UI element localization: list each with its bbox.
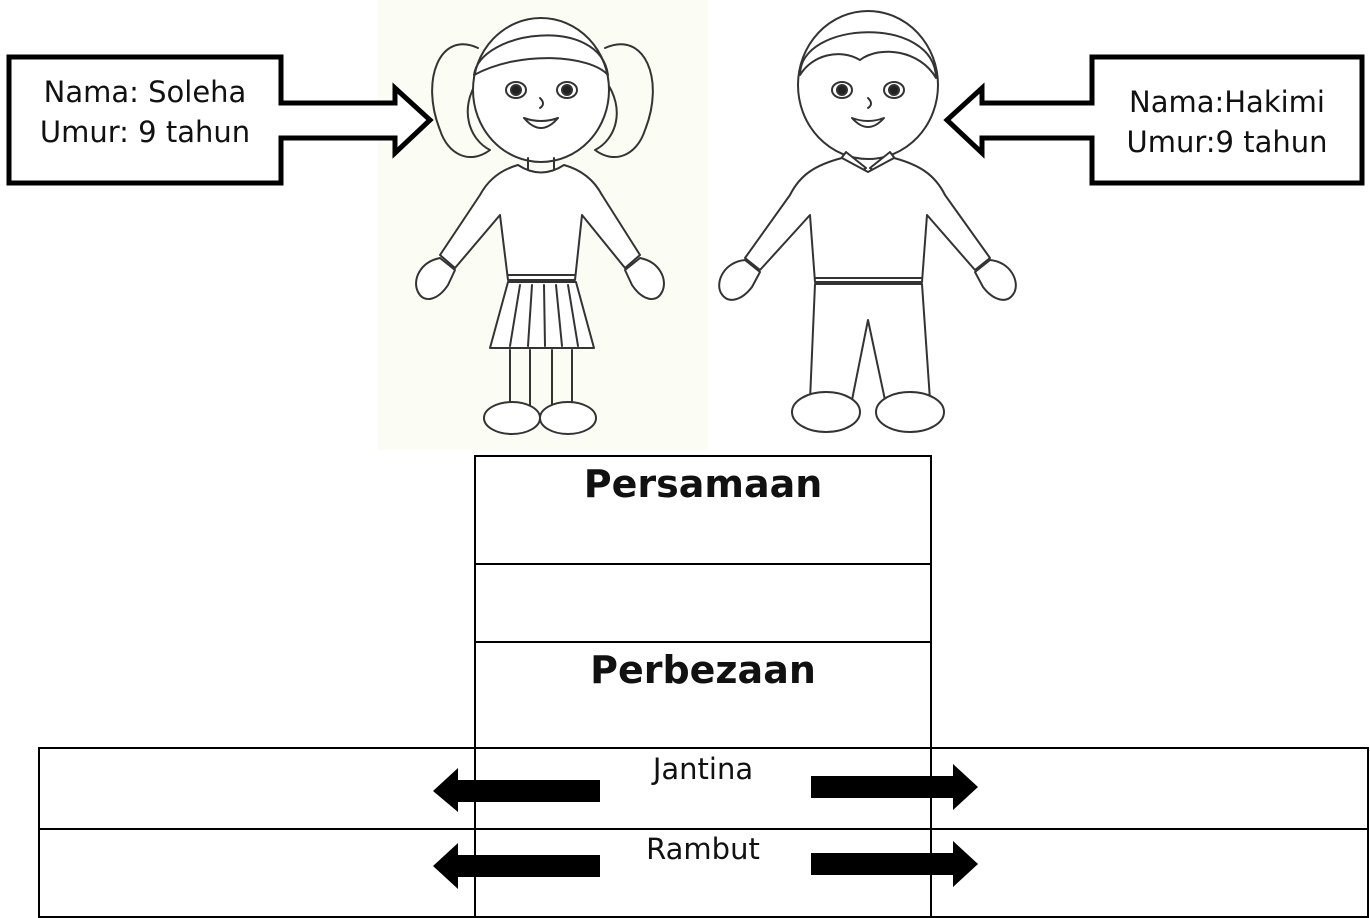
left-callout-arrow [6, 54, 434, 186]
boy-hair [799, 31, 937, 79]
boy-trousers [809, 283, 931, 401]
boy-left-hand [718, 259, 761, 301]
girl-head [472, 17, 610, 163]
similarity-heading: Persamaan [583, 462, 823, 506]
girl-sweater [439, 164, 641, 281]
difference-heading: Perbezaan [590, 648, 816, 692]
girl-gender-answer-cell[interactable] [38, 747, 476, 830]
right-callout-arrow [943, 54, 1365, 186]
right-callout-text: Nama:Hakimi Umur:9 tahun [1095, 82, 1359, 162]
girl-figure [415, 17, 665, 435]
row-label-rambut: Rambut [646, 832, 760, 866]
similarity-answer-cell[interactable] [474, 563, 932, 643]
girl-skirt [489, 281, 595, 349]
left-callout-name: Nama: Soleha [43, 75, 247, 109]
girl-right-eye [556, 81, 578, 99]
girl-right-pigtail [594, 43, 654, 159]
left-callout-text: Nama: Soleha Umur: 9 tahun [12, 72, 278, 152]
boy-left-shoe [791, 391, 861, 433]
left-callout-age: Umur: 9 tahun [39, 115, 251, 149]
boy-mouth [851, 117, 885, 128]
girl-right-hand [624, 257, 665, 301]
row-label-jantina: Jantina [652, 752, 754, 786]
boy-right-shoe [875, 391, 945, 433]
girl-left-shoe [483, 401, 541, 435]
right-callout-name: Nama:Hakimi [1129, 85, 1325, 119]
boy-hair-answer-cell[interactable] [930, 828, 1369, 918]
boy-left-eye [831, 81, 853, 99]
boy-right-eye [883, 81, 905, 99]
right-callout-age: Umur:9 tahun [1126, 125, 1328, 159]
boy-right-hand [974, 259, 1017, 301]
girl-mouth [523, 117, 559, 129]
boy-gender-answer-cell[interactable] [930, 747, 1369, 830]
girl-left-eye [505, 81, 527, 99]
boy-sweater [744, 157, 991, 283]
boy-figure [718, 10, 1017, 433]
girl-left-hand [415, 257, 456, 301]
girl-left-pigtail [431, 43, 491, 159]
girl-hair-answer-cell[interactable] [38, 828, 476, 918]
girl-right-shoe [539, 401, 597, 435]
